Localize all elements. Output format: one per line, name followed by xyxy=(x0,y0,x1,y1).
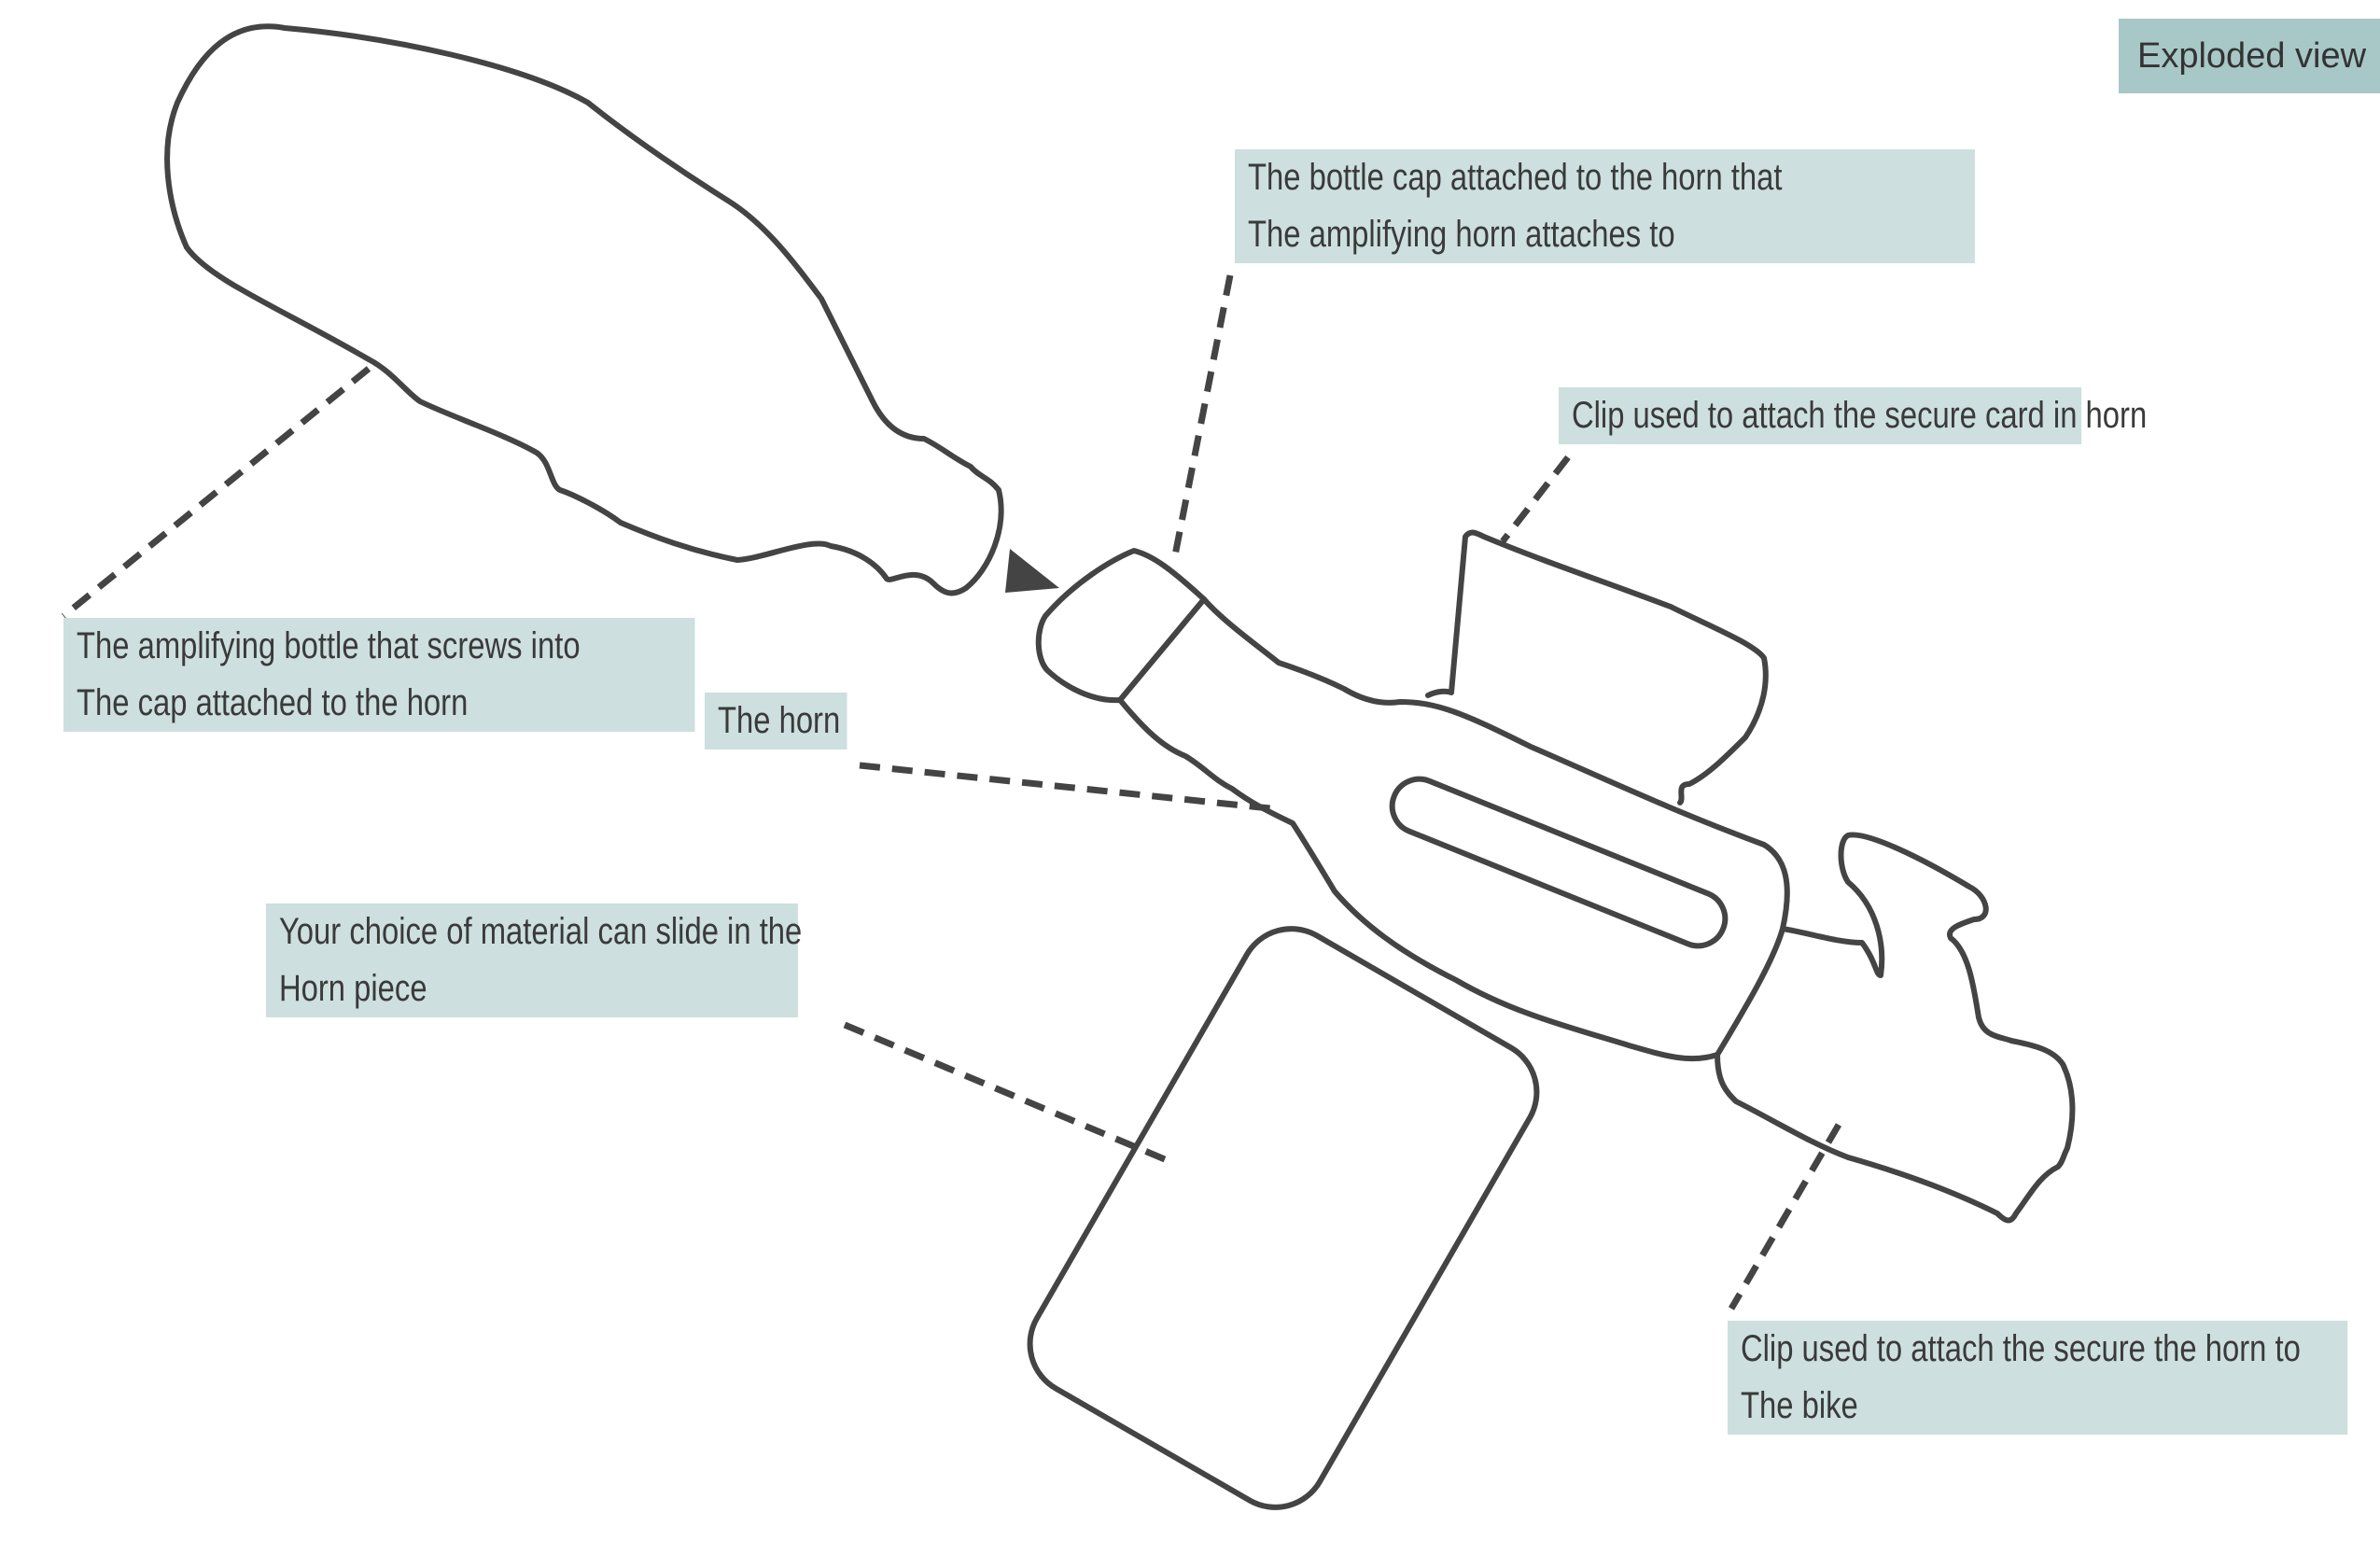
assembly-arrow-icon xyxy=(1005,549,1059,593)
leader-cap xyxy=(1170,274,1234,561)
leader-horn xyxy=(859,762,1280,813)
callout-bottle: The amplifying bottle that screws into T… xyxy=(63,618,695,732)
leader-card-clip xyxy=(1500,455,1571,544)
callout-card-clip: Clip used to attach the secure card in h… xyxy=(1559,387,2148,444)
callout-bike-clip: Clip used to attach the secure the horn … xyxy=(1728,1321,2348,1435)
bottle-outline xyxy=(164,23,1004,596)
callout-bottle-line-2: The cap attached to the horn xyxy=(76,682,469,723)
callout-material: Your choice of material can slide in the… xyxy=(266,904,803,1017)
callout-horn-line-1: The horn xyxy=(717,700,841,741)
bike-clip-outline xyxy=(1715,832,2076,1224)
callout-material-line-2: Horn piece xyxy=(278,968,427,1009)
leader-bottle xyxy=(61,366,371,619)
callout-cap-line-1: The bottle cap attached to the horn that xyxy=(1247,157,1783,198)
callout-bottle-line-1: The amplifying bottle that screws into xyxy=(76,625,581,666)
material-card-outline xyxy=(1027,926,1540,1510)
card-slot-outline xyxy=(1389,776,1729,949)
leader-bike-clip xyxy=(1728,1123,1842,1310)
callout-horn: The horn xyxy=(705,693,847,749)
leader-material xyxy=(843,1021,1173,1166)
callout-cap: The bottle cap attached to the horn that… xyxy=(1235,149,1975,263)
horn-body-outline xyxy=(1117,596,1790,1062)
callout-card-clip-line-1: Clip used to attach the secure card in h… xyxy=(1571,395,2148,436)
card-clip-outline xyxy=(1425,529,1769,806)
callout-material-line-1: Your choice of material can slide in the xyxy=(278,911,803,952)
exploded-view-tag: Exploded view xyxy=(2119,19,2380,93)
callout-bike-clip-line-2: The bike xyxy=(1740,1385,1858,1426)
callout-cap-line-2: The amplifying horn attaches to xyxy=(1247,214,1675,255)
callout-bike-clip-line-1: Clip used to attach the secure the horn … xyxy=(1740,1328,2301,1369)
